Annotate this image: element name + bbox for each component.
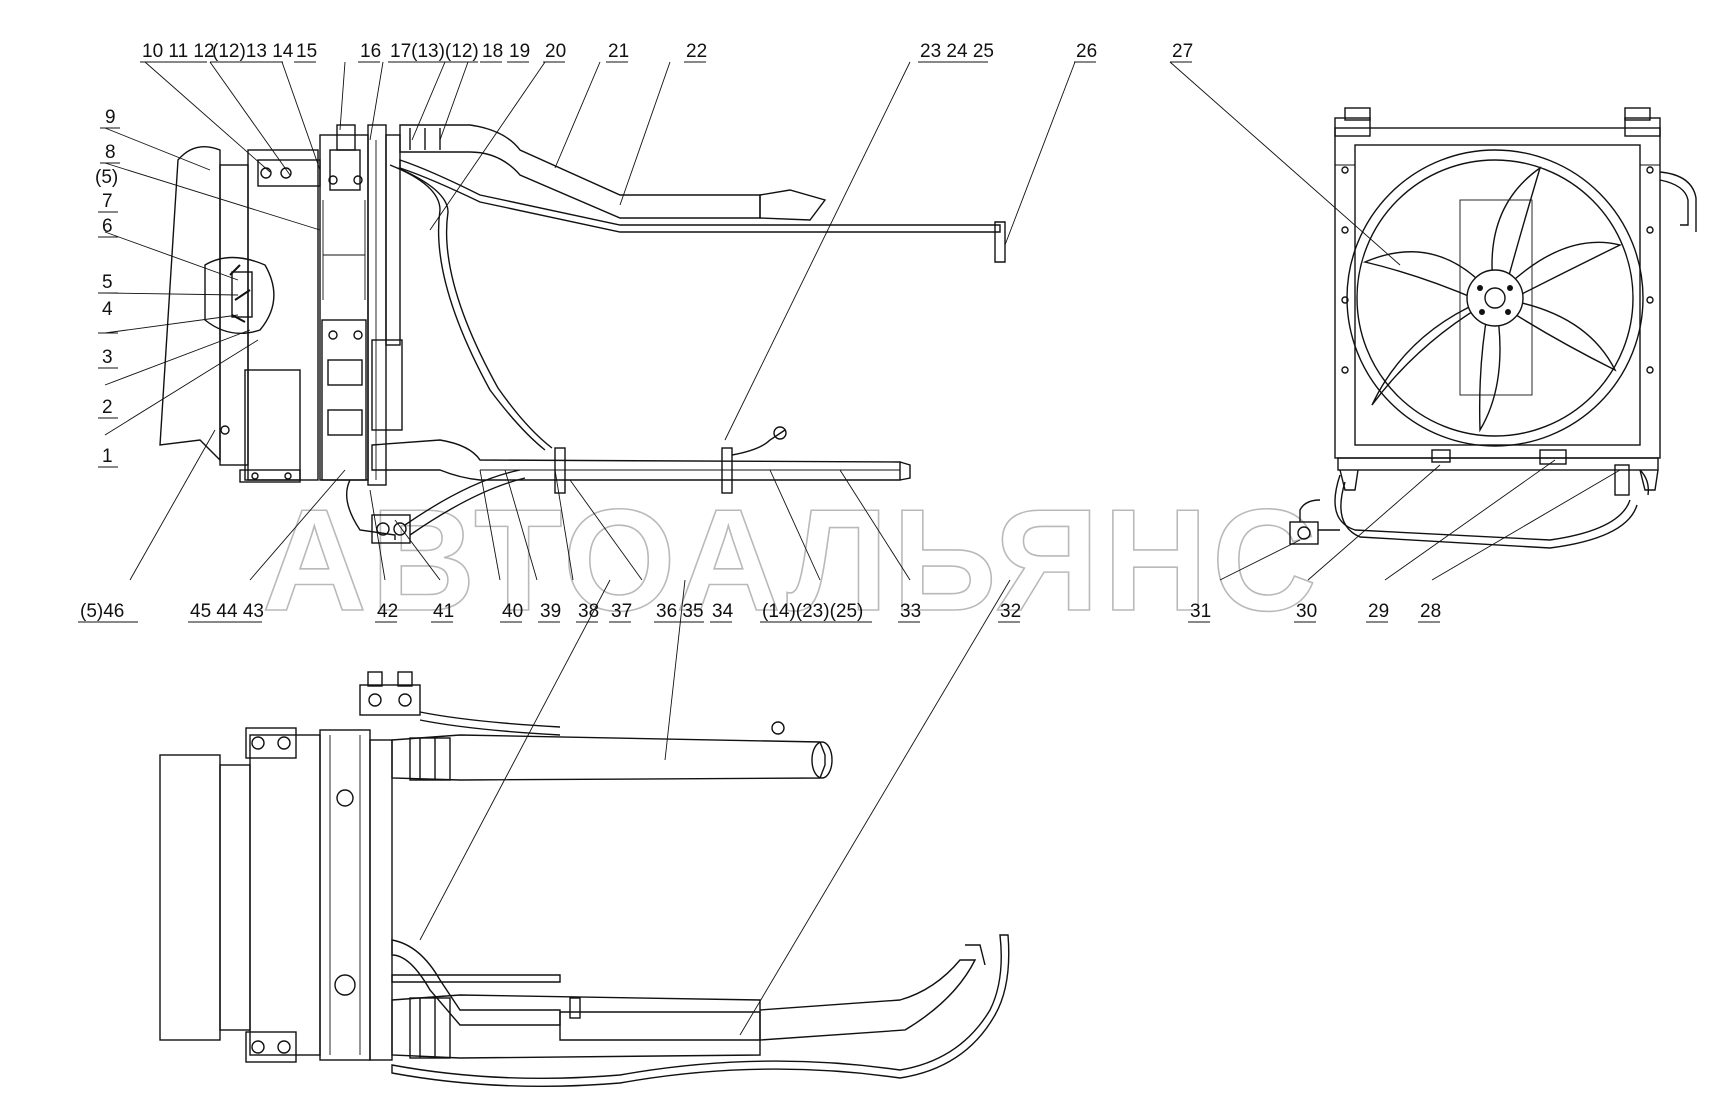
fan-shroud [159,146,221,462]
bracket-26 [994,221,1006,263]
side-view-assembly [159,124,1006,544]
callouts-top: 10 11 12 (12)13 14 15 16 17(13)(12) 18 1… [140,41,1193,63]
lower-hose-front [1334,474,1631,541]
callout-27: 27 [1172,41,1193,62]
callout-19: 19 [509,41,530,62]
tank-plan [319,729,371,1061]
upper-hose [399,124,761,219]
radiator-plan [249,734,321,1056]
callout-8: 8 [105,142,116,163]
radiator-frame-inner [1354,144,1641,446]
callouts-left: 9 8 (5) 7 6 5 4 3 2 1 [95,107,120,468]
shroud-plan [159,754,221,1041]
callout-28: 28 [1420,601,1441,622]
rail-2 [385,134,401,346]
callout-34: 34 [712,601,734,622]
callout-36-35: 36 35 [656,601,704,622]
top-view-assembly [159,671,1010,1088]
valve-block [371,514,411,544]
sensor-housing [204,256,275,334]
callout-39: 39 [540,601,561,622]
fan-blades [1362,166,1623,433]
callout-12-13-14: (12)13 14 [212,41,294,62]
bypass-hose-a [389,164,546,451]
callout-20: 20 [545,41,566,62]
callout-33: 33 [900,601,921,622]
rail-plan [369,739,393,1061]
callouts-bottom: (5)46 45 44 43 42 41 40 39 38 37 36 35 3… [78,601,1441,623]
callout-4: 4 [102,299,113,320]
valve-cluster [359,684,421,716]
top-bracket-plan [245,727,297,759]
rail-1 [367,124,387,486]
callout-22: 22 [686,41,707,62]
callout-7: 7 [102,191,113,212]
outlet-pipe-plan [759,959,977,1041]
callout-5-46: (5)46 [80,601,124,622]
t-fitting [1289,521,1319,545]
lower-box [244,369,301,481]
callout-37: 37 [611,601,632,622]
tank-column [319,134,369,481]
callout-10-11-12: 10 11 12 [142,41,215,62]
watermark: АВТОАЛЬЯНС [261,478,1321,642]
callout-5: 5 [102,272,113,293]
callout-38: 38 [578,601,599,622]
callout-15: 15 [296,41,317,62]
upper-hose-outlet [759,189,827,221]
callout-30: 30 [1296,601,1317,622]
callout-3: 3 [102,347,113,368]
callout-18: 18 [482,41,503,62]
callout-21: 21 [608,41,629,62]
elbow-fitting [731,429,786,456]
callout-31: 31 [1190,601,1211,622]
callout-9: 9 [105,107,116,128]
lower-pipe-plan [391,994,761,1059]
callout-32: 32 [1000,601,1021,622]
callout-17-13-12: 17(13)(12) [390,41,479,62]
callout-41: 41 [433,601,454,622]
return-hose-plan [391,934,1010,1088]
clamp-b [721,447,733,494]
leader-lines [104,61,1621,1036]
callout-5-paren: (5) [95,167,118,188]
fan-mount-bar [1459,199,1533,396]
callout-14-23-25: (14)(23)(25) [762,601,863,622]
radiator-core-side [247,149,319,481]
long-tube-top [399,159,1001,233]
filler-cap [336,124,356,151]
callout-26: 26 [1076,41,1097,62]
watermark-text: АВТОАЛЬЯНС [262,479,1321,641]
side-hose [1659,179,1689,226]
front-view-assembly [1289,107,1697,549]
bypass-hose-b [397,167,553,449]
lower-pipe [371,439,901,481]
callout-6: 6 [102,216,113,237]
upper-pipe-plan [391,734,826,781]
callout-16: 16 [360,41,381,62]
fan-hub [1466,269,1524,327]
bottom-bracket-plan [245,1031,297,1063]
callout-1: 1 [102,446,113,467]
callout-40: 40 [502,601,523,622]
callout-42: 42 [377,601,398,622]
callout-29: 29 [1368,601,1389,622]
callout-2: 2 [102,397,113,418]
callout-23-24-25: 23 24 25 [920,41,994,62]
callout-45-44-43: 45 44 43 [190,601,264,622]
